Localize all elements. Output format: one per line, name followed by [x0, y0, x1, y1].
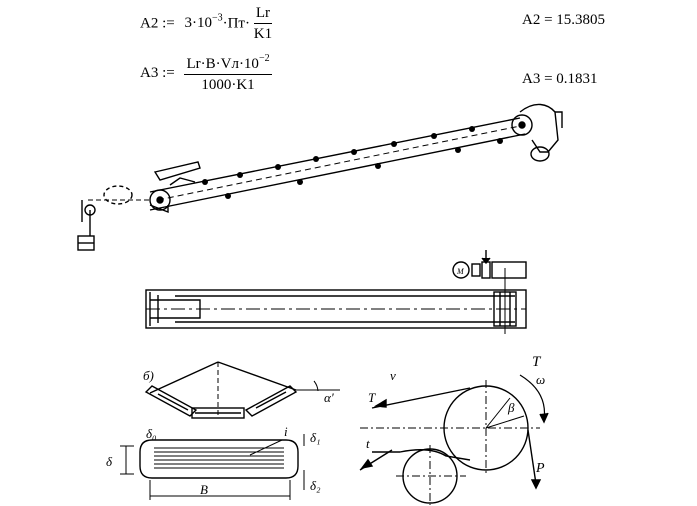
equation-a3-denominator: 1000·K1 [201, 77, 255, 93]
equation-a2-lhs: A2 := [140, 15, 175, 32]
equation-a3-numerator: Lr·B·Vл·10−2 [184, 53, 272, 75]
velocity-label: v [390, 368, 396, 383]
motor-label: M [456, 267, 465, 276]
delta0-label: δ₀ [146, 426, 157, 441]
equation-a3: A3 := Lr·B·Vл·10−2 1000·K1 [140, 54, 272, 93]
equation-a2-mult: ·Пт· [222, 15, 250, 32]
delta-label: δ [106, 454, 113, 469]
equation-a3-exponent: −2 [258, 53, 270, 64]
equation-a2-result: A2 = 15.3805 [522, 12, 606, 28]
equation-a2: A2 := 3·10−3·Пт· Lr K1 [140, 6, 273, 42]
equation-a2-numerator: Lr [253, 6, 273, 24]
drum-force-diagram [359, 374, 549, 505]
i-label: i [284, 424, 288, 439]
equation-a3-result: A3 = 0.1831 [522, 71, 598, 87]
equation-a3-lhs: A3 := [140, 64, 175, 81]
delta1-label: δ₁ [310, 430, 321, 445]
force-P-label: P [535, 461, 545, 476]
equation-a3-numerator-text: Lr·B·Vл·10 [186, 56, 259, 72]
belt-width-label: B [200, 482, 208, 497]
equation-a3-fraction: Lr·B·Vл·10−2 1000·K1 [184, 53, 272, 93]
equation-a2-exponent: −3 [211, 12, 223, 24]
equation-a2-fraction: Lr K1 [253, 6, 273, 42]
lower-tension-label: t [366, 436, 370, 451]
equation-a2-coef: 3·10 [184, 15, 212, 32]
panel-b-label: б) [143, 368, 154, 383]
equation-a2-denominator: K1 [253, 26, 273, 42]
conveyor-plan-view [145, 250, 527, 334]
tension-T-label: T [532, 354, 542, 370]
omega-label: ω [536, 372, 545, 387]
roller-support-diagram [144, 361, 340, 419]
belt-cross-section [120, 434, 305, 500]
conveyor-side-view [77, 103, 563, 251]
upper-tension-label: T [368, 390, 376, 405]
alpha-angle-label: α' [324, 390, 334, 405]
delta2-label: δ₂ [310, 478, 321, 493]
beta-angle-label: β [507, 400, 515, 415]
